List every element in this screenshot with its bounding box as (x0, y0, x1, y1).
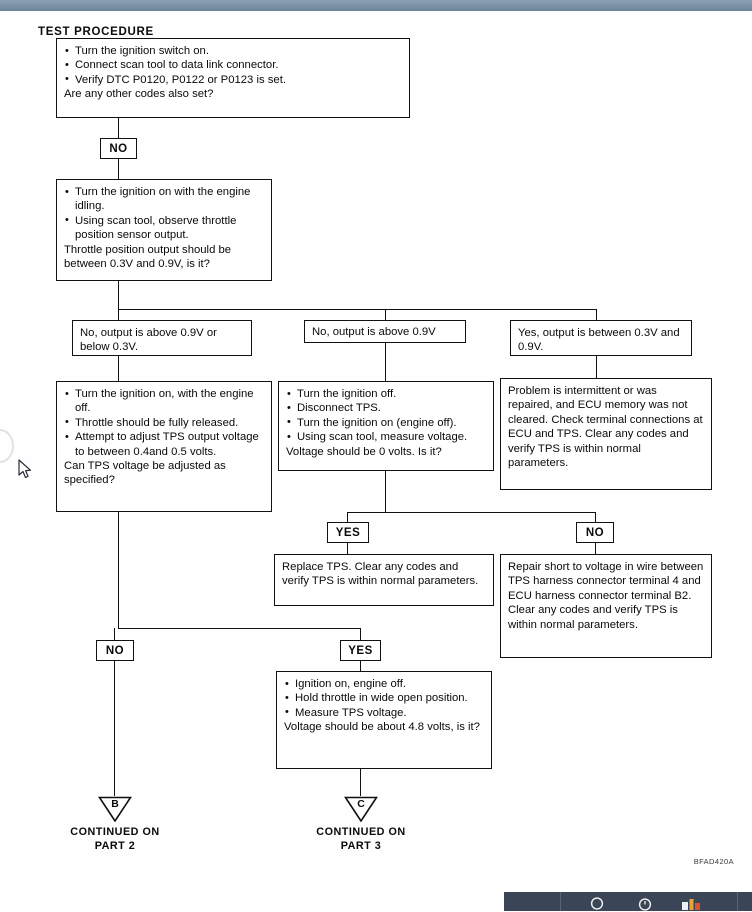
connector-line (118, 628, 361, 630)
branch-left-text: No, output is above 0.9V or below 0.3V. (80, 327, 217, 354)
tps-adjust-box: Turn the ignition on, with the engine of… (56, 381, 272, 512)
tag-no-right: NO (576, 522, 614, 543)
page-edge-artifact (0, 429, 14, 463)
connector-line (347, 543, 349, 555)
taskbar-background (504, 892, 752, 911)
list-item: Throttle should be fully released. (64, 415, 264, 430)
connector-line (360, 661, 362, 672)
connector-line (118, 512, 120, 629)
tps-adjust-bullets: Turn the ignition on, with the engine of… (64, 387, 264, 459)
tps-adjust-question: Can TPS voltage be adjusted as specified… (64, 460, 226, 487)
connector-line (347, 512, 349, 522)
connector-line (118, 281, 120, 310)
connector-line (385, 343, 387, 381)
repair-short-line1: Repair short to voltage in wire between … (508, 561, 704, 602)
taskbar-divider (560, 892, 561, 911)
wide-open-throttle-question: Voltage should be about 4.8 volts, is it… (284, 721, 480, 734)
list-item: Using scan tool, observe throttle positi… (64, 213, 264, 243)
connector-line (114, 661, 116, 796)
connector-line (118, 309, 120, 321)
connector-line (118, 159, 120, 179)
idle-observe-bullets: Turn the ignition on with the engine idl… (64, 185, 264, 243)
connector-b-line2: PART 2 (94, 840, 136, 852)
initial-check-question: Are any other codes also set? (64, 88, 214, 101)
figure-reference-code: BFAD420A (693, 857, 734, 866)
connector-line (360, 769, 362, 796)
intermittent-result-text: Problem is intermittent or was repaired,… (508, 385, 703, 470)
connector-line (118, 356, 120, 381)
connector-line (595, 512, 597, 522)
taskbar-divider (737, 892, 738, 911)
intermittent-result-box: Problem is intermittent or was repaired,… (500, 378, 712, 490)
connector-line (596, 309, 598, 321)
repair-short-box: Repair short to voltage in wire between … (500, 554, 712, 658)
apps-icon[interactable] (681, 896, 701, 912)
list-item: Attempt to adjust TPS output voltage to … (64, 430, 264, 459)
manual-page: TEST PROCEDURE Turn the ignition switch … (0, 11, 752, 883)
connector-c-line2: PART 3 (340, 840, 382, 852)
tag-yes-lower: YES (340, 640, 381, 661)
connector-line (118, 118, 120, 138)
tag-yes-mid: YES (327, 522, 369, 543)
tps-disconnect-box: Turn the ignition off. Disconnect TPS. T… (278, 381, 494, 471)
list-item: Connect scan tool to data link connector… (64, 58, 402, 73)
branch-mid-text: No, output is above 0.9V (312, 326, 436, 338)
initial-check-bullets: Turn the ignition switch on. Connect sca… (64, 43, 402, 87)
list-item: Turn the ignition switch on. (64, 43, 402, 58)
triangle-icon (98, 796, 132, 822)
page-title: TEST PROCEDURE (38, 26, 154, 38)
tps-disconnect-bullets: Turn the ignition off. Disconnect TPS. T… (286, 386, 486, 445)
search-icon[interactable] (590, 896, 606, 912)
idle-observe-box: Turn the ignition on with the engine idl… (56, 179, 272, 281)
connector-b-letter: B (111, 798, 119, 810)
branch-mid-box: No, output is above 0.9V (304, 320, 466, 343)
clock-icon[interactable] (637, 896, 653, 912)
connector-c-line1: CONTINUED ON (316, 826, 406, 838)
repair-short-line2: Clear any codes and verify TPS is within… (508, 604, 678, 631)
wide-open-throttle-bullets: Ignition on, engine off. Hold throttle i… (284, 676, 484, 720)
list-item: Using scan tool, measure voltage. (286, 430, 486, 445)
connector-c-letter: C (357, 798, 365, 810)
tag-no-lower: NO (96, 640, 134, 661)
branch-left-box: No, output is above 0.9V or below 0.3V. (72, 320, 252, 356)
connector-line (385, 309, 387, 321)
list-item: Disconnect TPS. (286, 401, 486, 416)
idle-observe-question: Throttle position output should be betwe… (64, 243, 232, 271)
connector-line (114, 628, 116, 640)
tps-disconnect-question: Voltage should be 0 volts. Is it? (286, 445, 442, 458)
system-taskbar (0, 889, 752, 911)
list-item: Verify DTC P0120, P0122 or P0123 is set. (64, 72, 402, 87)
branch-right-text: Yes, output is between 0.3V and 0.9V. (518, 327, 680, 354)
branch-right-box: Yes, output is between 0.3V and 0.9V. (510, 320, 692, 356)
connector-line (596, 356, 598, 378)
tag-no-1: NO (100, 138, 137, 159)
triangle-icon (344, 796, 378, 822)
list-item: Ignition on, engine off. (284, 676, 484, 691)
connector-line (347, 512, 596, 514)
list-item: Measure TPS voltage. (284, 705, 484, 720)
connector-line (118, 309, 597, 311)
list-item: Hold throttle in wide open position. (284, 691, 484, 706)
list-item: Turn the ignition on (engine off). (286, 415, 486, 430)
wide-open-throttle-box: Ignition on, engine off. Hold throttle i… (276, 671, 492, 769)
replace-tps-text: Replace TPS. Clear any codes and verify … (282, 561, 479, 588)
connector-line (595, 543, 597, 555)
replace-tps-box: Replace TPS. Clear any codes and verify … (274, 554, 494, 606)
connector-line (360, 628, 362, 640)
mouse-cursor-icon (18, 459, 32, 479)
list-item: Turn the ignition on with the engine idl… (64, 185, 264, 214)
list-item: Turn the ignition on, with the engine of… (64, 387, 264, 416)
list-item: Turn the ignition off. (286, 386, 486, 401)
initial-check-box: Turn the ignition switch on. Connect sca… (56, 38, 410, 118)
connector-b-line1: CONTINUED ON (70, 826, 160, 838)
connector-line (385, 471, 387, 513)
